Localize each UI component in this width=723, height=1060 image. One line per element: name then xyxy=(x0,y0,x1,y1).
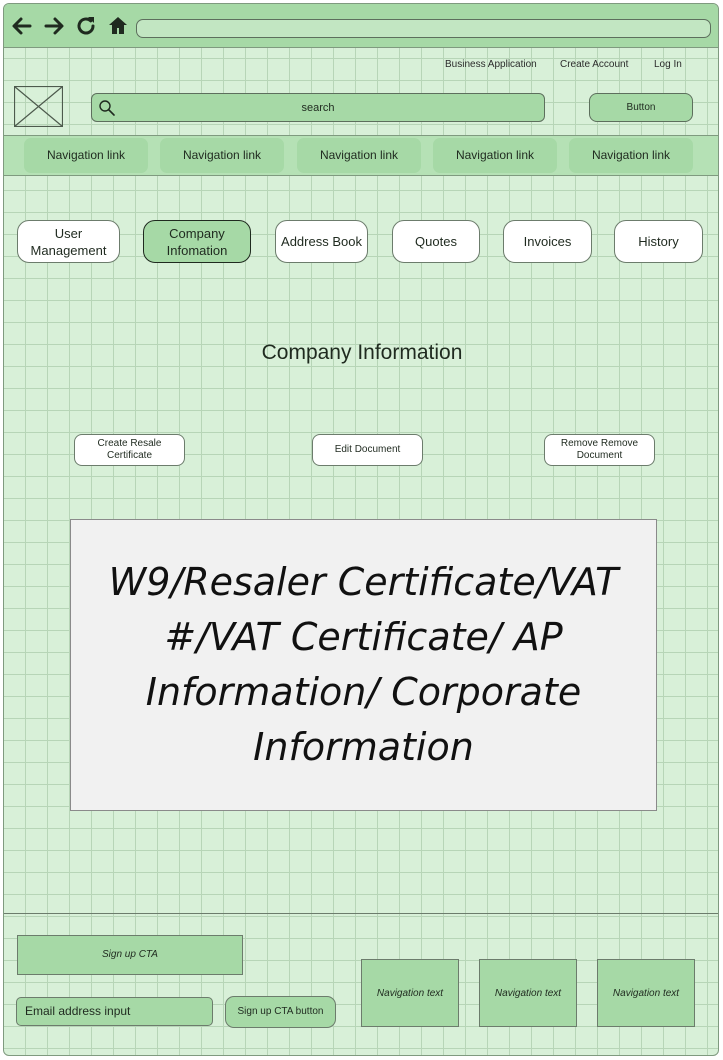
email-field[interactable]: Email address input xyxy=(16,997,213,1026)
tab-history[interactable]: History xyxy=(614,220,703,263)
document-placeholder-text: W9/Resaler Certificate/VAT #/VAT Certifi… xyxy=(108,560,619,769)
home-icon[interactable] xyxy=(106,14,130,38)
search-placeholder: search xyxy=(301,102,335,114)
tab-company-information[interactable]: Company Infomation xyxy=(143,220,251,263)
signup-cta: Sign up CTA xyxy=(17,935,243,975)
arrow-right-icon[interactable] xyxy=(42,14,66,38)
tab-invoices[interactable]: Invoices xyxy=(503,220,592,263)
reload-icon[interactable] xyxy=(74,14,98,38)
page-title: Company Information xyxy=(261,341,463,364)
nav-link-1[interactable]: Navigation link xyxy=(24,138,148,173)
header-button[interactable]: Button xyxy=(589,93,693,122)
create-account-link[interactable]: Create Account xyxy=(560,59,629,70)
log-in-link[interactable]: Log In xyxy=(654,59,682,70)
nav-link-3[interactable]: Navigation link xyxy=(297,138,421,173)
nav-link-4[interactable]: Navigation link xyxy=(433,138,557,173)
footer-nav-text-2[interactable]: Navigation text xyxy=(479,959,577,1027)
tab-address-book[interactable]: Address Book xyxy=(275,220,368,263)
tab-user-management[interactable]: User Management xyxy=(17,220,120,263)
url-bar[interactable] xyxy=(136,19,711,38)
search-icon xyxy=(99,100,115,116)
nav-link-2[interactable]: Navigation link xyxy=(160,138,284,173)
footer-divider xyxy=(4,913,718,914)
footer-nav-text-3[interactable]: Navigation text xyxy=(597,959,695,1027)
create-resale-certificate-button[interactable]: Create Resale Certificate xyxy=(74,434,185,466)
remove-document-button[interactable]: Remove Remove Document xyxy=(544,434,655,466)
footer-nav-text-1[interactable]: Navigation text xyxy=(361,959,459,1027)
signup-cta-button[interactable]: Sign up CTA button xyxy=(225,996,336,1028)
edit-document-button[interactable]: Edit Document xyxy=(312,434,423,466)
nav-link-5[interactable]: Navigation link xyxy=(569,138,693,173)
business-application-link[interactable]: Business Application xyxy=(445,59,537,70)
app-frame: Business Application Create Account Log … xyxy=(3,3,719,1056)
browser-toolbar xyxy=(4,4,718,48)
document-placeholder: W9/Resaler Certificate/VAT #/VAT Certifi… xyxy=(70,519,657,811)
tab-quotes[interactable]: Quotes xyxy=(392,220,480,263)
search-input[interactable]: search xyxy=(91,93,545,122)
arrow-left-icon[interactable] xyxy=(10,14,34,38)
image-placeholder-icon[interactable] xyxy=(13,85,64,128)
